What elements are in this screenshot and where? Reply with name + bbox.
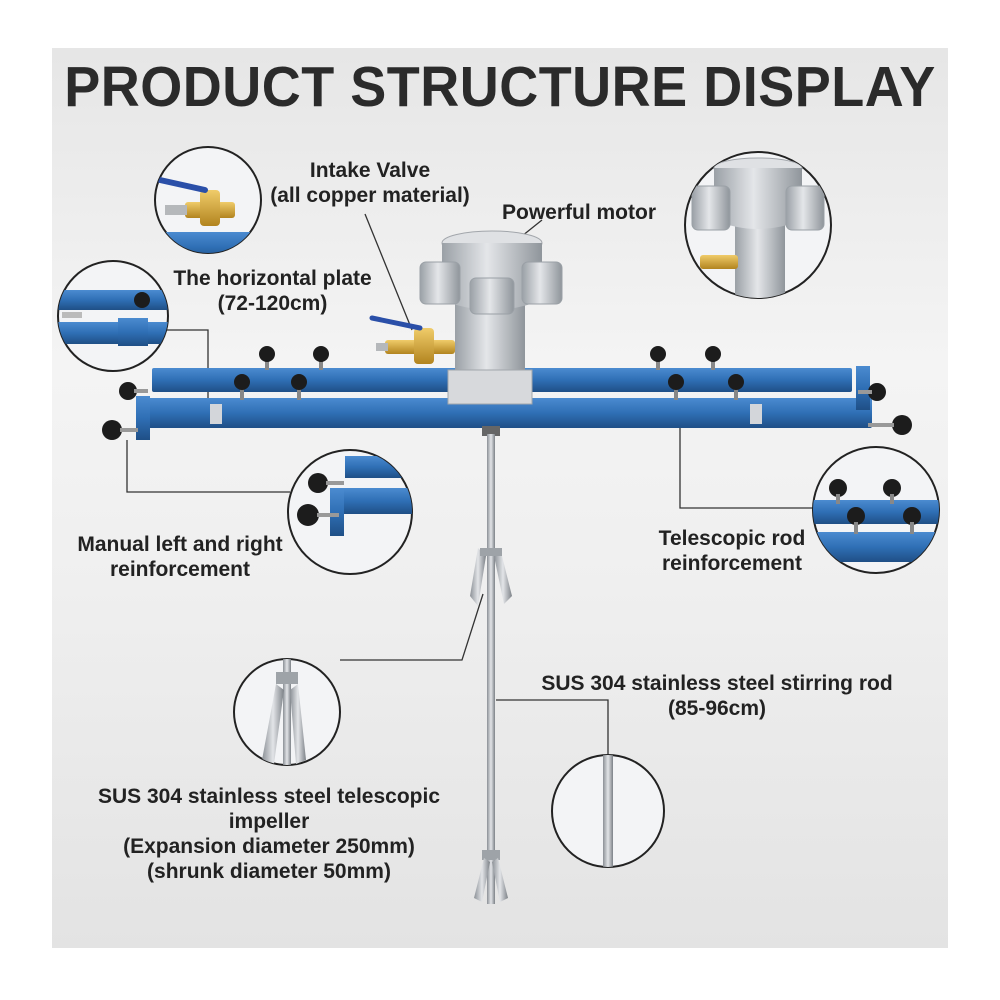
impeller-label-line-1: SUS 304 stainless steel telescopic bbox=[97, 785, 441, 808]
detail-motor-circle bbox=[684, 151, 832, 299]
impeller-label: SUS 304 stainless steel telescopic impel… bbox=[52, 784, 486, 884]
horizontal-plate-label: The horizontal plate (72-120cm) bbox=[145, 266, 400, 316]
intake-valve-label: Intake Valve (all copper material) bbox=[240, 158, 500, 208]
impeller-label-line-4: (shrunk diameter 50mm) bbox=[147, 860, 391, 883]
motor bbox=[419, 230, 563, 405]
stirring-rod bbox=[470, 426, 512, 904]
impeller-label-line-3: (Expansion diameter 250mm) bbox=[123, 835, 415, 858]
manual-reinforcement-label-line-2: reinforcement bbox=[109, 558, 251, 581]
intake-valve-label-line-1: Intake Valve bbox=[309, 159, 431, 182]
stirring-rod-label: SUS 304 stainless steel stirring rod (85… bbox=[496, 671, 938, 721]
telescopic-rod-label-line-2: reinforcement bbox=[661, 552, 803, 575]
manual-reinforcement-label: Manual left and right reinforcement bbox=[52, 532, 308, 582]
horizontal-plate-label-line-1: The horizontal plate bbox=[173, 267, 372, 290]
detail-rod-circle bbox=[551, 754, 665, 868]
detail-impeller-circle bbox=[233, 658, 341, 766]
motor-label-line-1: Powerful motor bbox=[502, 201, 657, 224]
telescopic-rod-label: Telescopic rod reinforcement bbox=[632, 526, 832, 576]
manual-reinforcement-label-line-1: Manual left and right bbox=[77, 533, 283, 556]
frame-knobs bbox=[102, 346, 912, 440]
intake-valve-label-line-2: (all copper material) bbox=[270, 184, 470, 207]
motor-label: Powerful motor bbox=[502, 200, 697, 225]
horizontal-plate-label-line-2: (72-120cm) bbox=[217, 292, 328, 315]
detail-plate-circle bbox=[57, 260, 169, 372]
stirring-rod-label-line-1: SUS 304 stainless steel stirring rod bbox=[541, 672, 893, 695]
intake-valve bbox=[369, 315, 455, 364]
impeller-label-line-2: impeller bbox=[228, 810, 310, 833]
telescopic-rod-label-line-1: Telescopic rod bbox=[658, 527, 806, 550]
stirring-rod-label-line-2: (85-96cm) bbox=[667, 697, 767, 720]
detail-manual-reinforcement-circle bbox=[287, 449, 413, 575]
detail-telescopic-circle bbox=[812, 446, 940, 574]
page-title: PRODUCT STRUCTURE DISPLAY bbox=[64, 55, 936, 119]
leader-lines bbox=[126, 213, 815, 760]
